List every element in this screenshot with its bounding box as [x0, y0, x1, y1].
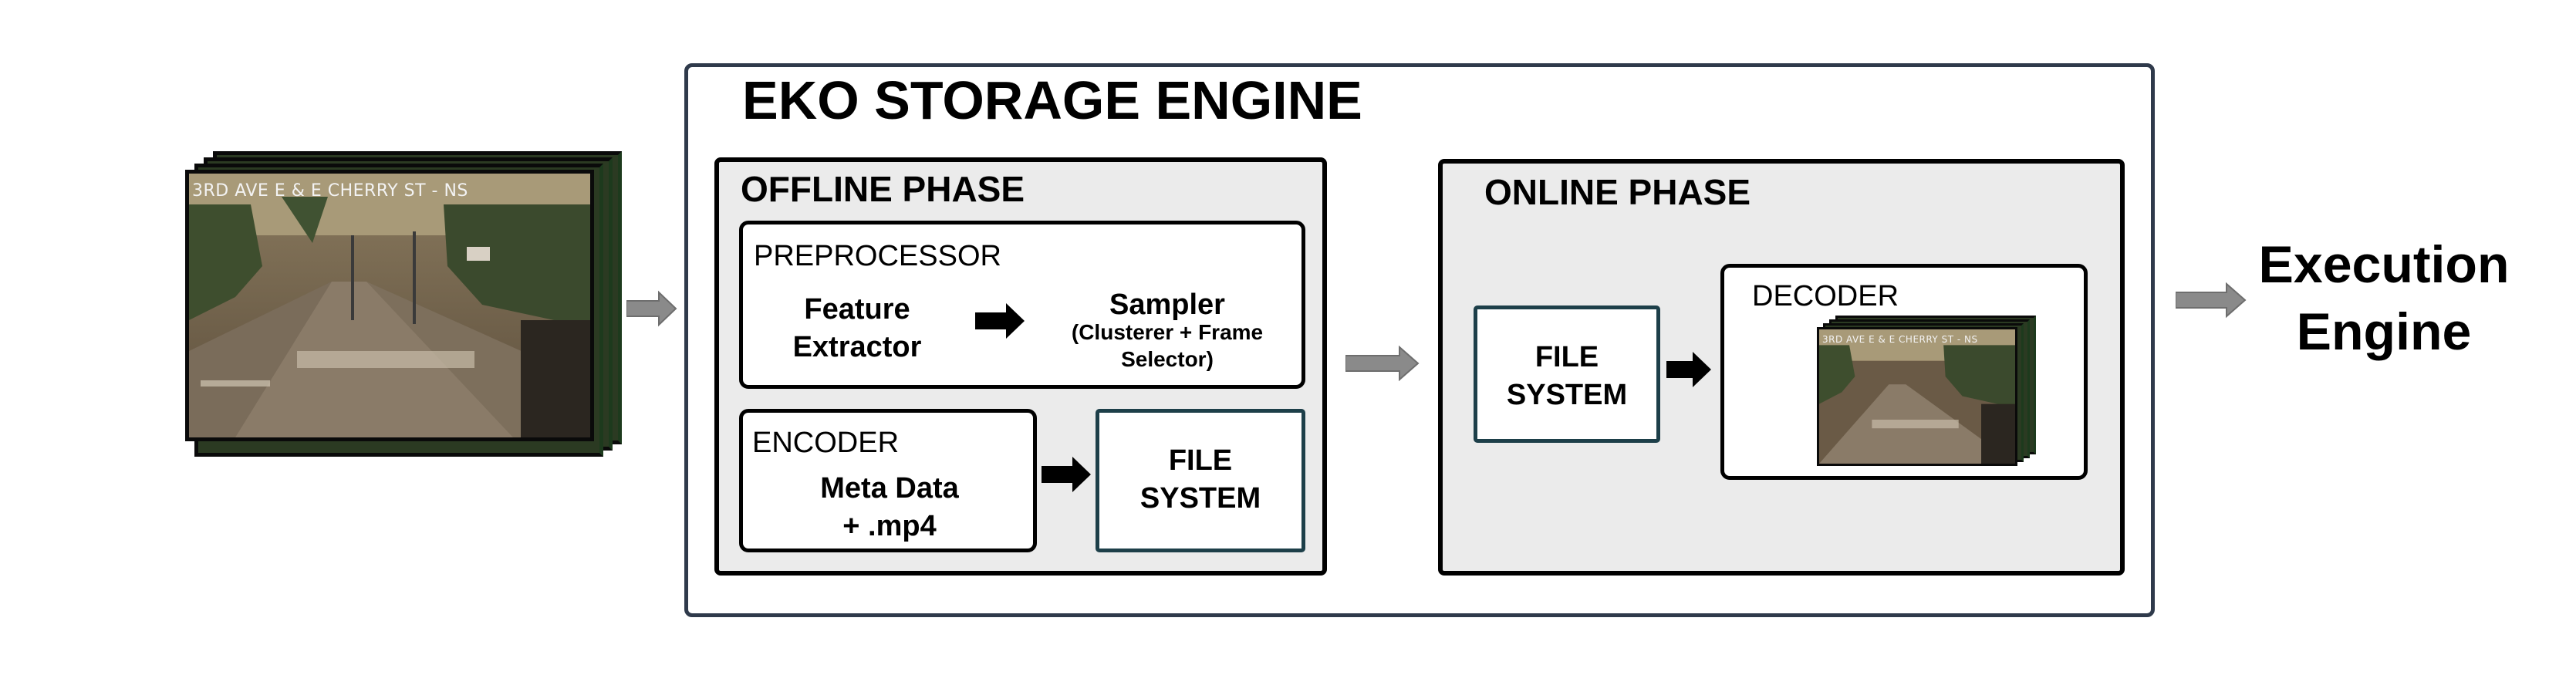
decoded-street-scene-image	[1819, 329, 2015, 464]
execution-engine-label: Execution Engine	[2258, 235, 2510, 362]
offline-file-system-box: FILE SYSTEM	[1096, 409, 1305, 552]
camera-overlay-text: 3RD AVE E & E CHERRY ST - NS	[192, 181, 468, 201]
preprocessor-title: PREPROCESSOR	[754, 240, 1001, 272]
encoder-content: Meta Data + .mp4	[820, 472, 959, 543]
arrow-encoder-to-filesystem-icon	[1042, 457, 1091, 492]
decoded-camera-overlay-text: 3RD AVE E & E CHERRY ST - NS	[1822, 334, 1978, 345]
flow-arrow-offline-to-online-icon	[1345, 345, 1420, 382]
online-file-system-box: FILE SYSTEM	[1474, 305, 1660, 443]
feature-extractor-label: Feature Extractor	[792, 293, 922, 363]
sampler-detail-label: (Clusterer + Frame Selector)	[1071, 320, 1264, 371]
decoded-frame-front: 3RD AVE E & E CHERRY ST - NS	[1817, 327, 2017, 466]
video-frame-front: 3RD AVE E & E CHERRY ST - NS	[185, 170, 594, 441]
decoded-video-stack: 3RD AVE E & E CHERRY ST - NS	[1817, 316, 2041, 470]
input-video-stack: 3RD AVE E & E CHERRY ST - NS	[185, 147, 625, 457]
offline-file-system-label: FILE SYSTEM	[1139, 444, 1261, 515]
arrow-filesystem-to-decoder-icon	[1666, 352, 1711, 387]
flow-arrow-output-icon	[2176, 282, 2247, 319]
engine-title: EKO STORAGE ENGINE	[742, 70, 1362, 130]
online-file-system-label: FILE SYSTEM	[1506, 341, 1628, 412]
encoder-box: ENCODER Meta Data + .mp4	[739, 409, 1037, 552]
offline-phase-title: OFFLINE PHASE	[741, 169, 1025, 209]
decoder-title: DECODER	[1752, 280, 1899, 312]
encoder-title: ENCODER	[752, 427, 900, 459]
sampler-label: Sampler	[1109, 289, 1225, 321]
online-phase-title: ONLINE PHASE	[1484, 172, 1751, 212]
preprocessor-box: PREPROCESSOR Feature Extractor Sampler (…	[739, 221, 1305, 389]
arrow-extractor-to-sampler-icon	[975, 303, 1025, 339]
flow-arrow-input-icon	[626, 290, 677, 327]
decoder-box: DECODER 3RD AVE E & E CHERRY ST - NS	[1720, 264, 2088, 480]
street-scene-image	[189, 174, 590, 437]
